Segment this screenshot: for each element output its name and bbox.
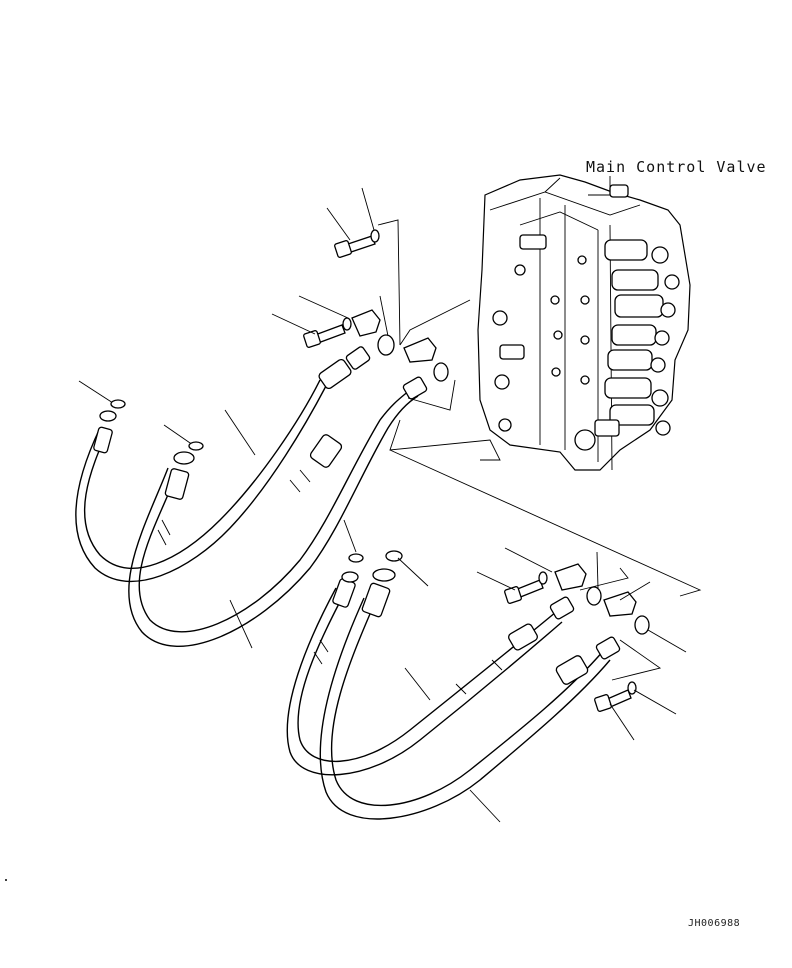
o-ring-hose-end-lower-a — [348, 553, 364, 563]
upper-hose-assembly — [75, 346, 428, 647]
lower-hose-b-end-fitting — [361, 582, 391, 618]
valve-label-leader-line — [588, 176, 611, 196]
upper-fitting-group — [78, 187, 702, 649]
stray-mark — [5, 879, 7, 881]
lower-hose-b-flange-head — [595, 636, 621, 660]
o-ring-upper-b — [433, 362, 449, 382]
split-flange-upper-b — [403, 337, 437, 363]
upper-hose-b-inner — [128, 395, 419, 647]
lower-hose-assembly — [286, 568, 621, 820]
washer-lower-a — [538, 571, 548, 585]
o-ring-hose-end-upper-b — [188, 441, 204, 451]
lower-fitting-group — [343, 519, 687, 823]
lower-hose-a-flange-head — [549, 596, 575, 620]
lower-hose-a-outer — [297, 589, 557, 763]
lower-leader-lines — [343, 519, 687, 823]
split-flange-lower-b — [603, 591, 637, 617]
main-control-valve — [477, 174, 691, 471]
o-ring-lower-b — [634, 615, 650, 635]
lower-hose-hatch — [313, 639, 503, 695]
upper-leader-lines — [78, 187, 702, 649]
lower-hose-b-inner — [319, 597, 611, 820]
lower-hose-b-outer — [330, 599, 605, 807]
upper-hose-a-inner — [75, 385, 327, 583]
upper-hose-hatch — [157, 469, 311, 546]
bolt-upper-b — [303, 324, 346, 348]
upper-hose-a-flange-head — [345, 346, 371, 370]
upper-hose-b-flange-head — [402, 376, 428, 400]
bolt-lower-b — [594, 689, 632, 712]
o-ring-upper-a — [377, 334, 395, 356]
lower-hose-b-sleeve — [555, 655, 589, 685]
valve-front-ports — [492, 184, 629, 451]
upper-hose-a-flange-end — [318, 358, 352, 390]
lower-hose-a-inner — [286, 587, 563, 776]
upper-hose-a-end-fitting — [93, 426, 113, 454]
valve-spool-caps — [604, 239, 680, 436]
valve-section-lines — [539, 198, 613, 471]
o-ring-lower-a — [586, 586, 602, 606]
washer-upper-a — [370, 229, 380, 243]
bolt-lower-a — [504, 579, 544, 604]
valve-top-plate — [489, 177, 641, 231]
valve-body-outline — [477, 174, 691, 471]
lower-hose-a-sleeve — [508, 623, 538, 651]
lower-hose-a-end-fitting — [332, 578, 356, 608]
upper-hose-b-outer — [138, 387, 413, 633]
lower-hose-b-flare — [372, 568, 396, 582]
bolt-upper-a — [334, 235, 376, 258]
upper-hose-a-outer — [84, 379, 321, 569]
upper-hose-b-sleeve — [309, 434, 343, 468]
o-ring-hose-end-upper-a — [110, 399, 126, 409]
upper-hose-a-flare — [99, 410, 117, 422]
split-flange-lower-a — [554, 563, 587, 591]
drawing-code-label: JH006988 — [688, 918, 741, 929]
washer-upper-b — [342, 317, 352, 331]
upper-hose-b-flare — [173, 451, 195, 465]
main-control-valve-label: Main Control Valve — [586, 158, 767, 176]
lower-hose-a-flare — [341, 571, 359, 583]
upper-hose-b-end-fitting — [164, 468, 190, 500]
washer-lower-b — [627, 681, 637, 695]
split-flange-upper-a — [351, 309, 381, 337]
